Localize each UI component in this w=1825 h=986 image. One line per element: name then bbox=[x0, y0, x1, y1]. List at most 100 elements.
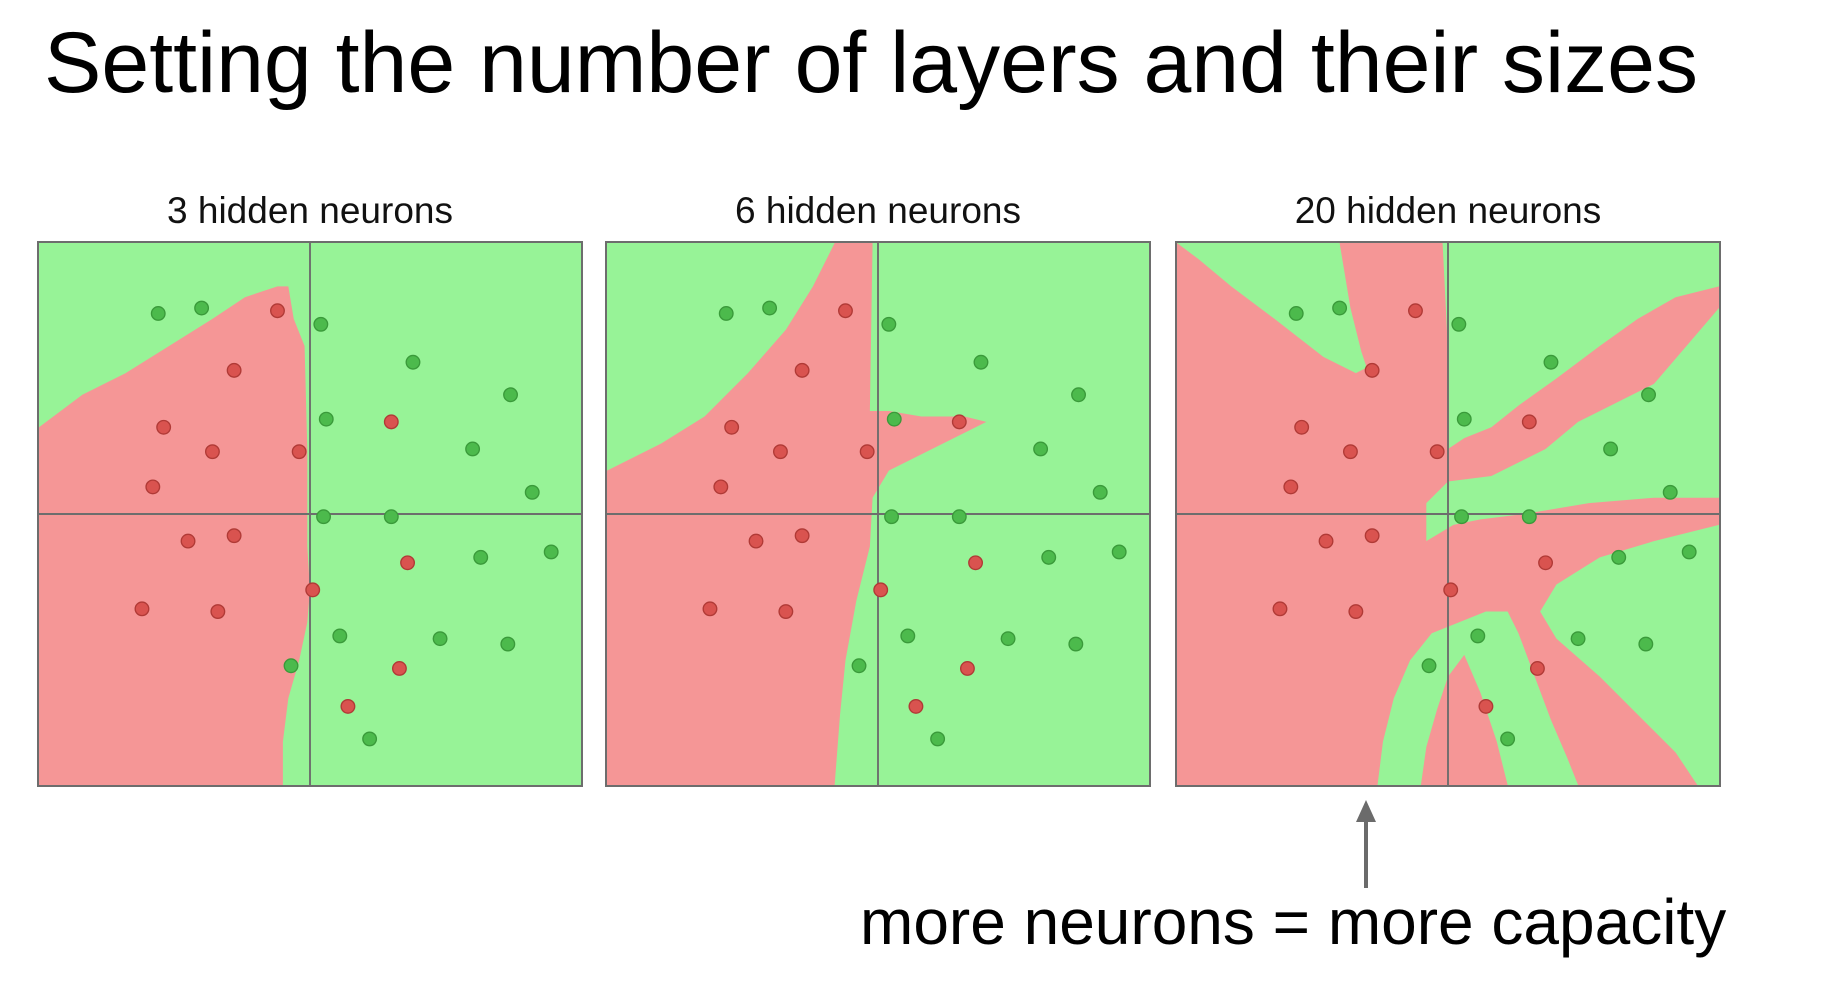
green-data-point bbox=[973, 354, 989, 370]
green-data-point bbox=[1570, 631, 1586, 647]
red-data-point bbox=[391, 661, 407, 676]
red-data-point bbox=[724, 419, 740, 435]
green-data-point bbox=[332, 628, 348, 644]
decision-boundary-svg-2 bbox=[607, 243, 1149, 785]
red-data-point bbox=[1408, 303, 1423, 319]
green-data-point bbox=[1041, 549, 1057, 565]
red-data-point bbox=[1272, 601, 1288, 617]
green-data-point bbox=[900, 628, 916, 644]
green-data-point bbox=[313, 316, 329, 332]
red-decision-region bbox=[39, 286, 310, 785]
green-data-point bbox=[851, 658, 867, 674]
decision-boundary-plot-6-neurons bbox=[605, 241, 1151, 787]
green-data-point bbox=[1611, 549, 1627, 565]
capacity-caption: more neurons = more capacity bbox=[860, 886, 1727, 958]
red-data-point bbox=[951, 414, 967, 430]
green-data-point bbox=[881, 316, 897, 332]
green-data-point bbox=[1033, 441, 1049, 457]
red-data-point bbox=[305, 582, 321, 598]
green-data-point bbox=[432, 631, 448, 647]
red-data-point bbox=[959, 661, 975, 676]
green-data-point bbox=[543, 544, 559, 560]
green-data-point bbox=[405, 354, 421, 370]
green-data-point bbox=[951, 509, 967, 525]
red-data-point bbox=[270, 303, 285, 319]
red-data-point bbox=[226, 362, 242, 378]
red-data-point bbox=[1364, 528, 1380, 544]
red-data-point bbox=[1348, 604, 1364, 620]
red-data-point bbox=[291, 444, 307, 460]
up-arrow-icon bbox=[1356, 800, 1376, 888]
green-data-point bbox=[1500, 731, 1516, 747]
decision-boundary-svg-1 bbox=[39, 243, 581, 785]
red-data-point bbox=[210, 604, 226, 620]
red-data-point bbox=[226, 528, 242, 544]
panel-3-title: 20 hidden neurons bbox=[1294, 190, 1602, 231]
red-data-point bbox=[859, 444, 875, 460]
green-data-point bbox=[884, 509, 900, 525]
green-data-point bbox=[762, 300, 778, 316]
slide-title: Setting the number of layers and their s… bbox=[44, 15, 1698, 111]
red-data-point bbox=[1529, 661, 1545, 676]
green-data-point bbox=[1543, 354, 1559, 370]
red-data-point bbox=[1521, 414, 1537, 430]
green-data-point bbox=[1451, 316, 1467, 332]
green-data-point bbox=[1111, 544, 1127, 560]
green-data-point bbox=[1681, 544, 1697, 560]
red-data-point bbox=[1318, 533, 1334, 549]
green-region-bottom-fingers bbox=[1377, 611, 1579, 785]
red-data-point bbox=[383, 414, 399, 430]
red-data-point bbox=[713, 479, 729, 495]
red-data-point bbox=[1283, 479, 1299, 495]
green-data-point bbox=[283, 658, 299, 674]
red-data-point bbox=[156, 419, 172, 435]
green-data-point bbox=[1456, 411, 1472, 427]
red-data-point bbox=[400, 555, 416, 571]
green-data-point bbox=[503, 387, 518, 403]
green-data-point bbox=[1092, 484, 1108, 500]
red-data-point bbox=[968, 555, 984, 571]
red-data-point bbox=[873, 582, 889, 598]
green-data-point bbox=[194, 300, 210, 316]
green-region-lower-right bbox=[1540, 524, 1719, 785]
green-data-point bbox=[1000, 631, 1016, 647]
red-data-point bbox=[838, 303, 853, 319]
red-data-point bbox=[134, 601, 150, 617]
green-data-point bbox=[1421, 658, 1437, 674]
green-region-top-left bbox=[1177, 243, 1367, 374]
green-data-point bbox=[473, 549, 489, 565]
green-data-point bbox=[318, 411, 334, 427]
decision-boundary-plot-3-neurons bbox=[37, 241, 583, 787]
red-data-point bbox=[794, 528, 810, 544]
red-data-point bbox=[1478, 698, 1494, 714]
red-data-point bbox=[1294, 419, 1310, 435]
green-region-top-right bbox=[1442, 243, 1719, 449]
green-data-point bbox=[1071, 387, 1086, 403]
green-data-point bbox=[383, 509, 399, 525]
red-data-point bbox=[204, 444, 220, 460]
red-data-point bbox=[1342, 444, 1358, 460]
red-data-point bbox=[1364, 362, 1380, 378]
red-data-point bbox=[145, 479, 161, 495]
red-data-point bbox=[702, 601, 718, 617]
green-data-point bbox=[718, 306, 734, 321]
green-data-point bbox=[465, 441, 481, 457]
red-data-point bbox=[180, 533, 196, 549]
green-data-point bbox=[930, 731, 946, 747]
red-data-point bbox=[908, 698, 924, 714]
green-data-point bbox=[886, 411, 902, 427]
green-region-right-middle bbox=[1426, 308, 1719, 542]
green-data-point bbox=[150, 306, 166, 321]
green-data-point bbox=[500, 636, 516, 652]
green-data-point bbox=[1332, 300, 1348, 316]
green-data-point bbox=[1638, 636, 1654, 652]
red-data-point bbox=[1429, 444, 1445, 460]
red-data-point bbox=[772, 444, 788, 460]
red-data-point bbox=[794, 362, 810, 378]
green-data-point bbox=[1288, 306, 1304, 321]
green-data-point bbox=[316, 509, 332, 525]
decision-boundary-svg-3 bbox=[1177, 243, 1719, 785]
green-data-point bbox=[1470, 628, 1486, 644]
green-data-point bbox=[1454, 509, 1470, 525]
